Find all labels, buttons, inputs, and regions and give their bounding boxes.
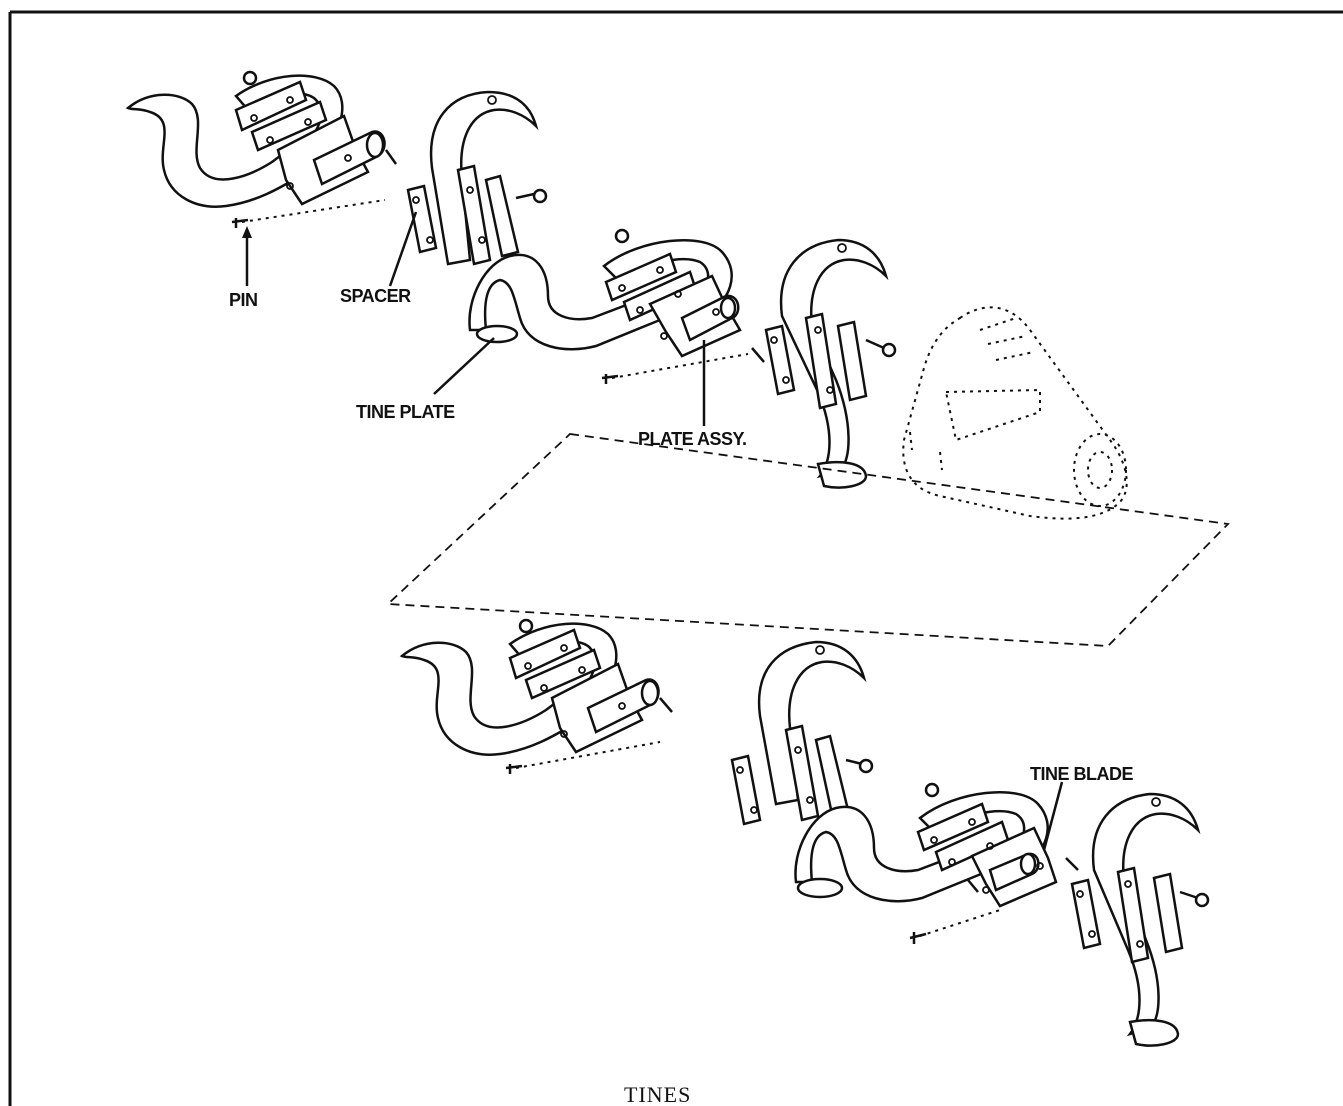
housing-outline xyxy=(902,306,1128,520)
tine-set-1 xyxy=(125,70,398,228)
dashed-reference-plane xyxy=(385,433,1230,647)
label-spacer: SPACER xyxy=(340,286,411,306)
leader-lines xyxy=(242,211,1064,851)
tine-set-4 xyxy=(794,782,1058,944)
figure-caption: TINES xyxy=(624,1082,691,1106)
tine-blade-1 xyxy=(406,90,548,266)
label-tine-blade: TINE BLADE xyxy=(1030,764,1133,784)
tine-blade-4 xyxy=(1065,792,1210,1047)
label-plate-assy: PLATE ASSY. xyxy=(638,429,747,449)
tine-set-2 xyxy=(468,228,765,384)
label-tine-plate: TINE PLATE xyxy=(356,402,455,422)
tine-blade-2 xyxy=(764,238,897,489)
tine-set-3 xyxy=(399,618,673,774)
page-border xyxy=(8,10,1343,1106)
label-pin: PIN xyxy=(229,290,258,310)
tine-blade-3 xyxy=(730,640,874,826)
